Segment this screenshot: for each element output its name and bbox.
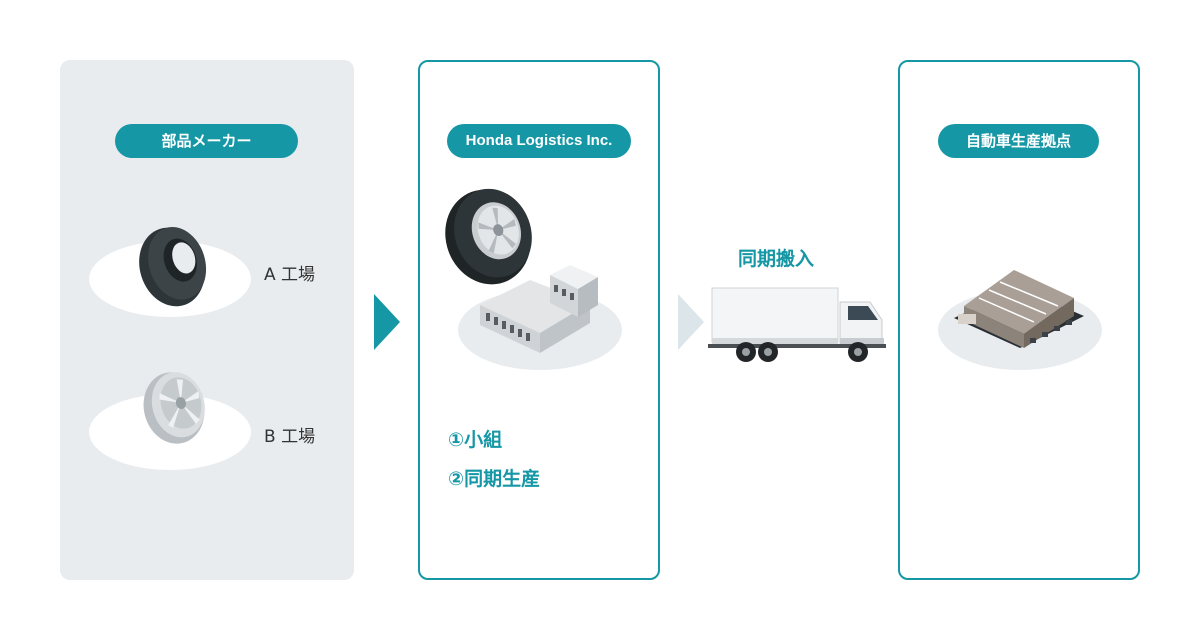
step-subassembly: ①小組 (448, 429, 503, 451)
factory-a-label: A 工場 (264, 265, 316, 285)
synchronized-delivery-label: 同期搬入 (738, 248, 815, 270)
factory-icon (938, 270, 1102, 370)
truck-icon (708, 287, 886, 362)
flow-arrow-icon (678, 294, 704, 350)
tire-icon (89, 227, 251, 317)
wheel-rim-icon (89, 372, 251, 470)
step-synchronized-production: ②同期生産 (448, 468, 541, 490)
factory-b-label: B 工場 (264, 427, 316, 447)
plant-title-badge: 自動車生産拠点 (938, 124, 1099, 158)
logistics-title-badge: Honda Logistics Inc. (447, 124, 631, 158)
flow-arrow-icon (374, 294, 400, 350)
supplier-title-badge: 部品メーカー (115, 124, 298, 158)
logistics-center-icon (445, 188, 622, 370)
